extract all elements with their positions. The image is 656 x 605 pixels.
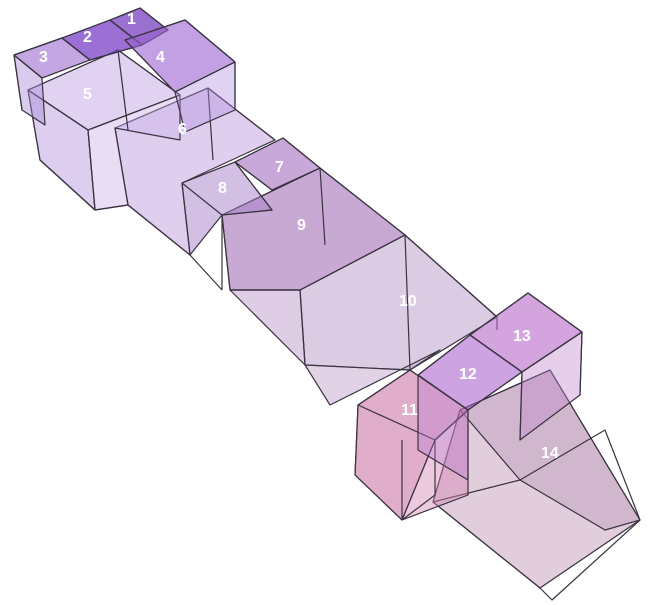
box-label-1: 1 xyxy=(127,11,136,28)
box-label-8: 8 xyxy=(218,180,227,197)
box-label-3: 3 xyxy=(39,49,48,66)
box-label-13: 13 xyxy=(513,328,531,345)
box-label-6: 6 xyxy=(178,121,187,138)
box-label-11: 11 xyxy=(401,402,418,419)
box-label-12: 12 xyxy=(459,366,477,383)
box-label-10: 10 xyxy=(399,293,417,310)
box-label-4: 4 xyxy=(156,49,165,66)
box-label-5: 5 xyxy=(83,86,92,103)
box-label-14: 14 xyxy=(541,445,559,462)
box-label-2: 2 xyxy=(83,29,92,46)
box-label-7: 7 xyxy=(275,159,284,176)
box-label-9: 9 xyxy=(297,217,306,234)
